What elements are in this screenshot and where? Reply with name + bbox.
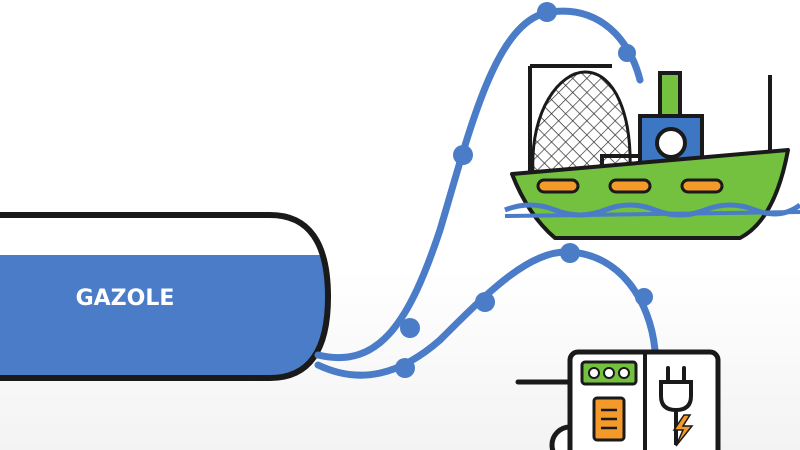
fuel-tank-icon bbox=[0, 212, 332, 381]
fishing-boat-icon bbox=[504, 64, 800, 240]
lightning-bolt-icon bbox=[672, 414, 694, 447]
power-plug-icon bbox=[659, 366, 693, 445]
fishing-net-icon bbox=[531, 70, 632, 174]
generator-icon bbox=[515, 349, 721, 450]
pipe-to-generator bbox=[314, 243, 659, 379]
water-wave bbox=[504, 202, 800, 218]
pipe-to-boat bbox=[314, 2, 644, 362]
tank-label: GAZOLE bbox=[76, 286, 175, 311]
